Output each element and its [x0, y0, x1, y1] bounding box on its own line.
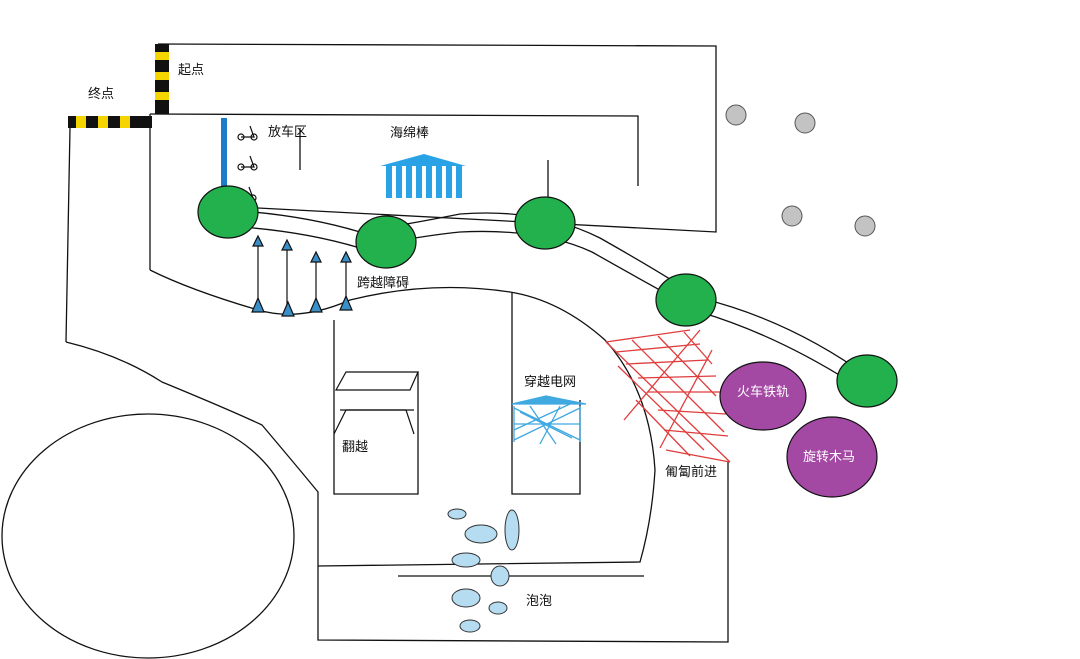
crawl-net: [605, 329, 731, 463]
parking-label: 放车区: [268, 125, 308, 140]
sponge-label: 海绵棒: [390, 126, 430, 141]
sponge-bars: [380, 154, 466, 198]
green-tree: [836, 354, 898, 408]
finish-label: 终点: [88, 87, 115, 102]
green-tree: [655, 273, 717, 327]
upper-building-outline: [157, 43, 717, 233]
electric-net: [511, 395, 587, 445]
green-tree: [197, 185, 259, 239]
outer-boundary: [65, 341, 729, 643]
crawl-label: 匍匐前进: [665, 465, 718, 480]
climb-area: [333, 320, 419, 495]
bubble-cluster: [447, 508, 520, 633]
scooter-icon: [237, 125, 258, 141]
net-zone-boundary: [317, 291, 656, 567]
carousel-label: 旋转木马: [803, 450, 856, 465]
scooter-icon: [237, 155, 258, 171]
bubbles-label: 泡泡: [526, 594, 553, 609]
inner-wall: [149, 113, 639, 186]
green-tree: [355, 215, 417, 269]
gray-rock: [794, 112, 816, 134]
train-label: 火车铁轨: [737, 385, 790, 400]
gray-rock: [854, 215, 876, 237]
net-area: [511, 292, 581, 495]
net-label: 穿越电网: [524, 375, 577, 390]
large-round-area: [1, 413, 295, 659]
climb-obstacle: [333, 371, 419, 435]
hurdle-lower-edge: [149, 269, 511, 315]
gray-rock: [781, 205, 803, 227]
finish-gate: [68, 116, 152, 128]
parking-post: [221, 118, 227, 202]
carousel-feature: [786, 416, 878, 498]
climb-label: 翻越: [342, 440, 369, 455]
outer-left-wall: [65, 127, 71, 343]
hurdle-arrows: [251, 234, 353, 317]
green-tree: [514, 196, 576, 250]
train-track-feature: [719, 361, 807, 431]
start-label: 起点: [178, 63, 205, 78]
gray-rock: [725, 104, 747, 126]
hurdles-label: 跨越障碍: [357, 276, 410, 291]
